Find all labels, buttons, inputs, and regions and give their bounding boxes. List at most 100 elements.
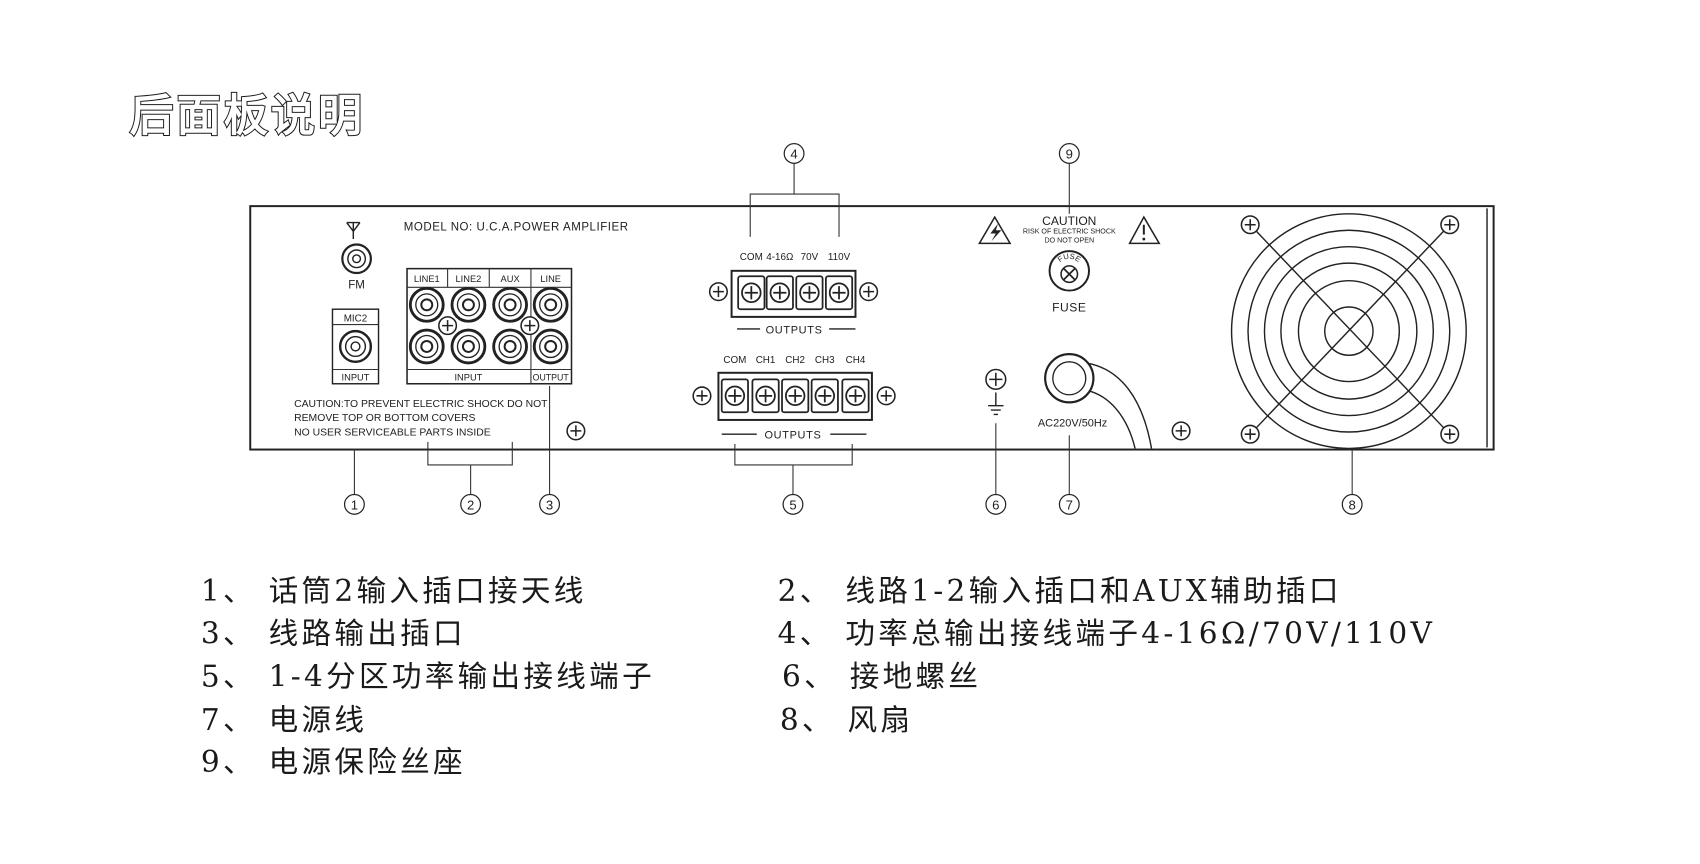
- rca-header-line2: LINE2: [456, 274, 482, 284]
- callout-number-4: 4: [790, 146, 797, 161]
- legend-item-7: 7、 电源线: [201, 703, 367, 737]
- fuse-slot: [1060, 265, 1079, 284]
- screw-icon: [1440, 215, 1460, 235]
- fm-jack-pin: [352, 254, 362, 264]
- screw-icon: [876, 386, 896, 406]
- legend-item-4: 4、 功率总输出接线端子4-16Ω/70V/110V: [778, 617, 1436, 651]
- fan-ring: [1297, 279, 1401, 383]
- warning-line: RISK OF ELECTRIC SHOCK: [1023, 228, 1116, 236]
- legend-item-3: 3、 线路输出插口: [201, 617, 466, 651]
- fm-jack: [341, 243, 372, 275]
- terminal-label-com: COM: [723, 355, 746, 366]
- callout-number-6: 6: [992, 497, 999, 512]
- terminal-label-ch2: CH2: [785, 355, 805, 366]
- caution-line: CAUTION:TO PREVENT ELECTRIC SHOCK DO NOT: [294, 399, 548, 410]
- screw-icon: [520, 316, 540, 336]
- terminal-screw: [810, 378, 839, 414]
- fan-strut: [1249, 224, 1451, 435]
- fan-ring: [1263, 245, 1435, 417]
- screw-icon: [1240, 215, 1260, 235]
- terminal-screw: [765, 275, 794, 311]
- callout-leader-2: [427, 441, 513, 495]
- fm-antenna-input: FM: [341, 221, 372, 291]
- screw-icon: [1440, 424, 1460, 444]
- rca-jack-line2-top: [450, 286, 487, 323]
- screw-icon: [708, 282, 728, 302]
- callout-number-2: 2: [467, 497, 474, 512]
- callout-leaders: [353, 163, 1353, 495]
- legend-item-9: 9、 电源保险丝座: [201, 745, 466, 779]
- antenna-icon: [346, 221, 361, 240]
- fuse-cap: [1048, 250, 1091, 292]
- legend-item-2: 2、 线路1-2输入插口和AUX辅助插口: [778, 574, 1342, 608]
- rca-header-line1: LINE1: [414, 274, 440, 284]
- callout-number-5: 5: [789, 497, 796, 512]
- screw-icon: [692, 386, 712, 406]
- mic2-jack-inner: [344, 335, 367, 358]
- model-label: MODEL NO: U.C.A.POWER AMPLIFIER: [404, 221, 629, 233]
- outputs-label: OUTPUTS: [766, 324, 823, 336]
- callout-leader-5: [734, 444, 853, 495]
- terminal-screw: [795, 275, 824, 311]
- mic2-jack-pin: [350, 341, 361, 352]
- callout-number-3: 3: [546, 497, 553, 512]
- mic2-box: [331, 308, 380, 385]
- terminal-label-ch4: CH4: [846, 355, 866, 366]
- terminal-label-110v: 110V: [828, 252, 851, 263]
- terminal-block-box: [730, 269, 857, 318]
- screw-icon: [566, 421, 586, 441]
- terminal-label-com: COM: [740, 252, 763, 263]
- mic2-input: MIC2 INPUT: [331, 308, 380, 385]
- mic2-input-label: INPUT: [342, 372, 370, 382]
- terminal-label-ch1: CH1: [756, 355, 776, 366]
- callout-markers: 1 2 3 4 5 6 7 8 9: [343, 143, 1363, 515]
- fuse-holder: FUSE FUSE: [1048, 250, 1091, 314]
- speaker-output-terminals: COM 4-16Ω 70V 110V OUTPUTS: [708, 252, 879, 336]
- rca-jack-line-out-bottom: [532, 328, 569, 365]
- warning-title: CAUTION: [1042, 214, 1096, 228]
- caution-line: NO USER SERVICEABLE PARTS INSIDE: [294, 427, 491, 438]
- terminal-block-box: [717, 371, 873, 421]
- zone-output-terminals: COM CH1 CH2 CH3 CH4 OUTPUTS: [692, 355, 896, 442]
- callout-number-7: 7: [1066, 497, 1073, 512]
- lightning-icon: [990, 223, 1002, 242]
- rca-jack-aux-top: [492, 286, 528, 323]
- fm-jack-inner: [347, 249, 367, 269]
- legend-item-6: 6、 接地螺丝: [782, 659, 981, 693]
- rear-panel: [249, 205, 1495, 451]
- page-title: 后面板说明: [130, 90, 366, 141]
- rca-output-label: OUTPUT: [533, 372, 570, 382]
- fan-hub: [1324, 306, 1374, 356]
- shock-warning: CAUTION RISK OF ELECTRIC SHOCK DO NOT OP…: [978, 214, 1161, 244]
- legend-item-1: 1、 话筒2输入插口接天线: [201, 574, 587, 608]
- cord-edge: [1086, 389, 1136, 449]
- ground-screw: [985, 368, 1007, 416]
- rca-input-label: INPUT: [454, 372, 482, 382]
- rca-jack-aux-bottom: [492, 328, 528, 365]
- fuse-cross-icon: [1063, 268, 1076, 281]
- outputs-label: OUTPUTS: [765, 430, 822, 442]
- screw-icon: [859, 282, 879, 302]
- callout-leader-4: [749, 163, 840, 237]
- rca-jack-line1-bottom: [408, 328, 445, 365]
- callout-number-9: 9: [1066, 146, 1073, 161]
- screw-icon: [1171, 421, 1191, 441]
- rca-jack-line2-bottom: [450, 328, 487, 365]
- caution-text: CAUTION:TO PREVENT ELECTRIC SHOCK DO NOT…: [294, 399, 548, 439]
- rca-block: LINE1 LINE2 AUX LINE INPUT OUTPUT: [406, 267, 573, 385]
- terminal-label-4-16ohm: 4-16Ω: [766, 252, 793, 263]
- legend-list: 1、 话筒2输入插口接天线 2、 线路1-2输入插口和AUX辅助插口 3、 线路…: [201, 574, 1436, 779]
- callout-number-8: 8: [1349, 497, 1356, 512]
- caution-line: REMOVE TOP OR BOTTOM COVERS: [294, 413, 475, 424]
- fan-grille: [1230, 213, 1467, 450]
- power-label: AC220V/50Hz: [1038, 418, 1107, 430]
- power-cord: AC220V/50Hz: [1038, 353, 1153, 449]
- cord-edge: [1085, 362, 1153, 449]
- fan-ring: [1280, 262, 1418, 400]
- rca-jack-line-out-top: [532, 286, 569, 323]
- mic2-label: MIC2: [344, 313, 368, 324]
- ground-screw-cross: [989, 372, 1003, 386]
- panel-outline: [249, 205, 1495, 451]
- screw-icon: [1240, 424, 1260, 444]
